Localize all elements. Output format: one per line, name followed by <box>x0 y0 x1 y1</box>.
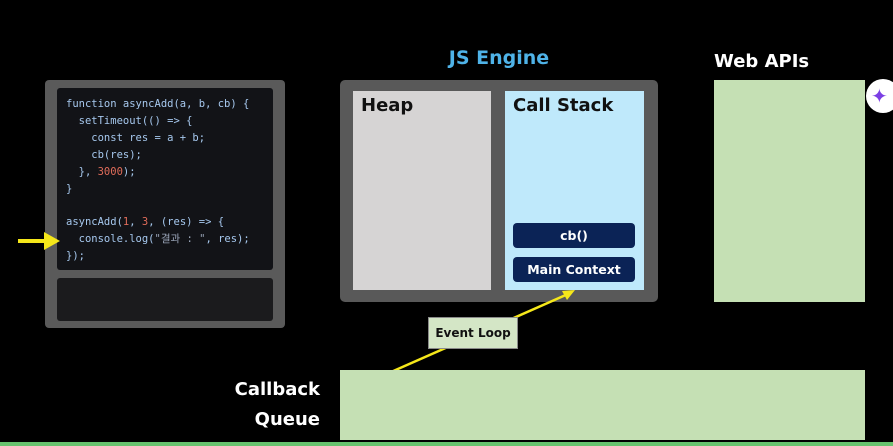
code-line: } <box>66 183 73 195</box>
code-editor <box>57 88 273 270</box>
code-line: cb(res); <box>66 149 142 161</box>
callback-queue-title-line1: Callback <box>234 379 320 400</box>
heap-title: Heap <box>361 95 414 116</box>
code-line: asyncAdd(1, 3, (res) => { <box>66 216 225 228</box>
code-line: function asyncAdd(a, b, cb) { <box>66 98 250 110</box>
callback-queue-box <box>340 370 865 440</box>
callback-queue-title: Callback Queue <box>210 376 320 434</box>
web-apis-title: Web APIs <box>714 51 810 72</box>
sparkle-icon: ✦ <box>871 84 888 108</box>
progress-bar <box>0 442 893 446</box>
code-line: }, 3000); <box>66 166 136 178</box>
event-loop-label: Event Loop <box>428 317 518 349</box>
code-line: }); <box>66 250 85 262</box>
call-stack-box: Call Stack <box>505 91 644 290</box>
web-apis-box <box>714 80 865 302</box>
console-output <box>57 278 273 321</box>
arrow-right-icon <box>18 232 60 250</box>
code-line: const res = a + b; <box>66 132 206 144</box>
sparkle-button[interactable]: ✦ <box>866 79 893 113</box>
stack-frame-cb: cb() <box>513 223 635 248</box>
stack-frame-main-context: Main Context <box>513 257 635 282</box>
call-stack-title: Call Stack <box>513 95 614 116</box>
heap-box: Heap <box>353 91 491 290</box>
engine-title: JS Engine <box>448 47 550 69</box>
code-line: setTimeout(() => { <box>66 115 193 127</box>
callback-queue-title-line2: Queue <box>254 409 320 430</box>
code-line-highlighted: console.log("결과 : ", res); <box>66 233 250 245</box>
